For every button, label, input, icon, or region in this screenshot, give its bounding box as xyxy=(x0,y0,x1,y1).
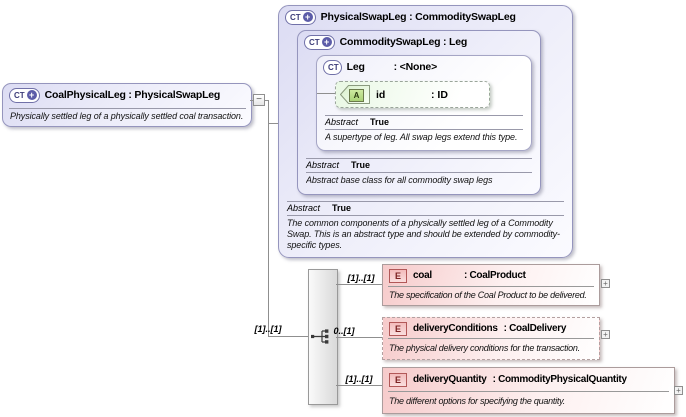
type-box-leg[interactable]: CT Leg : <None> xyxy=(316,55,532,151)
abstract-row: Abstract True xyxy=(325,117,390,127)
cardinality-label-coal: [1]..[1] xyxy=(347,273,375,283)
divider xyxy=(388,338,594,339)
type-box-physicalswapleg[interactable]: CT+ PhysicalSwapLeg : CommoditySwapLeg C… xyxy=(278,5,573,258)
type-basetype: : <None> xyxy=(393,61,438,73)
element-name: coal xyxy=(413,270,432,281)
element-description: The physical delivery conditions for the… xyxy=(389,343,580,353)
sequence-icon xyxy=(311,329,329,344)
type-header: CT Leg : <None> xyxy=(323,59,528,75)
type-header: CT+ CommoditySwapLeg : Leg xyxy=(304,34,537,50)
element-name: deliveryQuantity xyxy=(413,374,487,385)
abstract-row: Abstract True xyxy=(306,160,371,170)
divider xyxy=(9,108,246,109)
connector-line-coal xyxy=(336,284,382,285)
divider xyxy=(306,172,532,173)
type-box-coalphysicalleg[interactable]: CT+ CoalPhysicalLeg : PhysicalSwapLeg Ph… xyxy=(2,83,252,127)
connector-line xyxy=(250,100,253,101)
cardinality-label-deliveryquantity: [1]..[1] xyxy=(345,374,373,384)
divider xyxy=(325,129,523,130)
complex-type-icon: CT xyxy=(323,59,342,75)
element-box-coal[interactable]: E coal : CoalProduct The specification o… xyxy=(382,264,600,306)
element-type: : CommodityPhysicalQuantity xyxy=(492,374,627,385)
element-icon: E xyxy=(389,268,407,283)
element-description: The specification of the Coal Product to… xyxy=(389,290,587,300)
type-header: CT+ CoalPhysicalLeg : PhysicalSwapLeg xyxy=(9,87,248,103)
type-title: CommoditySwapLeg : Leg xyxy=(339,36,468,48)
attribute-icon: A xyxy=(339,85,370,104)
abstract-row: Abstract True xyxy=(287,203,352,213)
element-icon: E xyxy=(389,321,407,336)
type-description: A supertype of leg. All swap legs extend… xyxy=(325,132,518,142)
expand-button-deliveryconditions[interactable]: + xyxy=(601,330,610,339)
element-description: The different options for specifying the… xyxy=(389,396,565,406)
cardinality-label: [1]..[1] xyxy=(254,324,282,334)
cardinality-label-deliveryconditions: 0..[1] xyxy=(333,326,355,336)
connector-line-content xyxy=(269,336,308,337)
type-title: CoalPhysicalLeg : PhysicalSwapLeg xyxy=(44,89,221,101)
type-header: CT+ PhysicalSwapLeg : CommoditySwapLeg xyxy=(285,9,569,25)
type-description: The common components of a physically se… xyxy=(287,218,560,250)
complex-type-icon: CT+ xyxy=(9,87,40,103)
derived-plus-icon: + xyxy=(302,12,313,22)
complex-type-icon: CT+ xyxy=(304,34,335,50)
expand-button-coal[interactable]: + xyxy=(601,279,610,288)
attribute-badge: A xyxy=(349,89,364,102)
divider xyxy=(306,158,532,159)
sequence-compositor[interactable] xyxy=(308,269,338,405)
element-type: : CoalDelivery xyxy=(503,323,567,334)
attribute-name: id xyxy=(376,88,386,101)
element-header: E deliveryConditions : CoalDelivery xyxy=(389,318,596,339)
element-header: E coal : CoalProduct xyxy=(389,265,596,286)
element-box-deliveryconditions[interactable]: E deliveryConditions : CoalDelivery The … xyxy=(382,317,600,360)
type-description: Physically settled leg of a physically s… xyxy=(10,111,244,121)
divider xyxy=(325,115,523,116)
divider xyxy=(287,215,564,216)
type-title: PhysicalSwapLeg : CommoditySwapLeg xyxy=(320,11,516,23)
element-header: E deliveryQuantity : CommodityPhysicalQu… xyxy=(389,368,671,391)
element-type: : CoalProduct xyxy=(464,270,526,281)
connector-line-deliveryquantity xyxy=(336,385,382,386)
derived-plus-icon: + xyxy=(321,37,332,47)
divider xyxy=(388,286,594,287)
connector-line-basetype xyxy=(269,123,278,124)
connector-line xyxy=(264,100,269,101)
type-name: Leg xyxy=(346,61,365,73)
connector-line-vertical xyxy=(268,100,269,337)
element-box-deliveryquantity[interactable]: E deliveryQuantity : CommodityPhysicalQu… xyxy=(382,367,675,414)
divider xyxy=(388,391,669,392)
connector-line-deliveryconditions xyxy=(336,337,382,338)
divider xyxy=(287,201,564,202)
element-icon: E xyxy=(389,372,407,387)
connector-line-attribute xyxy=(317,93,335,94)
expand-button-deliveryquantity[interactable]: + xyxy=(674,386,683,395)
attribute-type: : ID xyxy=(431,88,448,101)
type-description: Abstract base class for all commodity sw… xyxy=(306,175,493,185)
derived-plus-icon: + xyxy=(26,90,37,100)
complex-type-icon: CT+ xyxy=(285,9,316,25)
element-name: deliveryConditions xyxy=(413,323,498,334)
attribute-box-id[interactable]: A id : ID xyxy=(335,81,490,108)
type-box-commodityswapleg[interactable]: CT+ CommoditySwapLeg : Leg CT Leg : <Non… xyxy=(297,30,541,195)
